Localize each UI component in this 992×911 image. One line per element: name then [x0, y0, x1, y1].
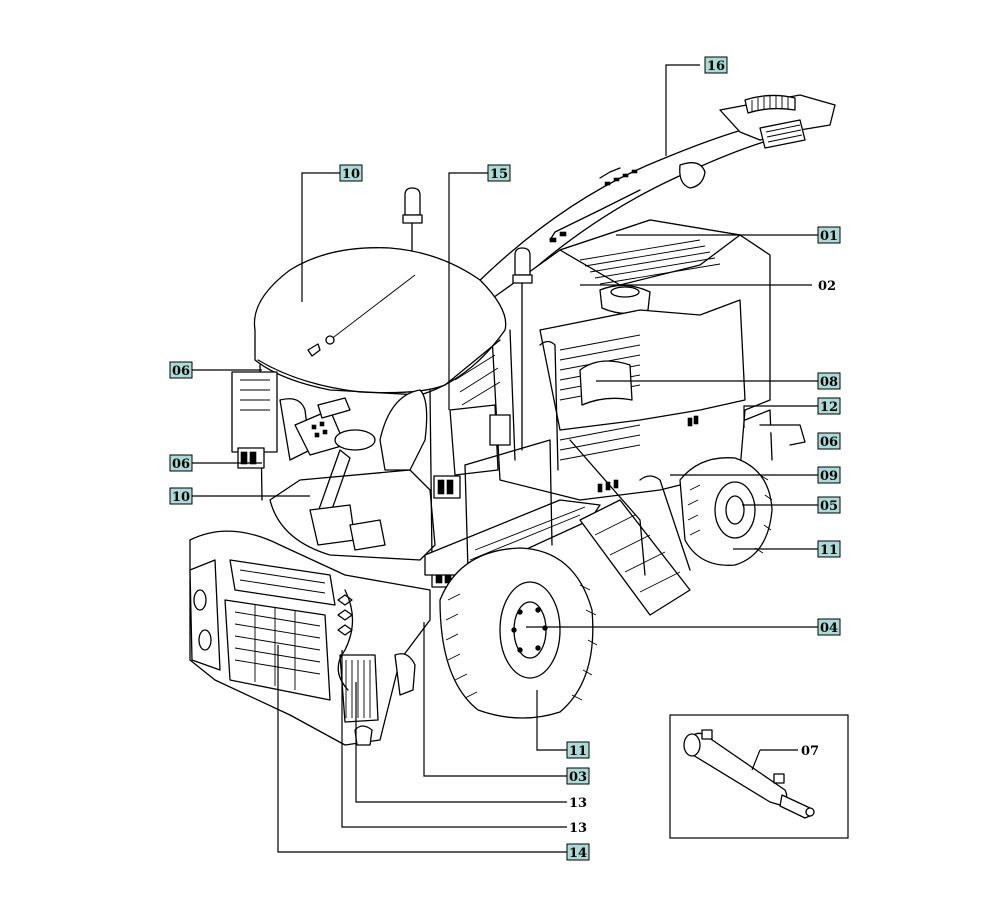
beacon-light [402, 187, 533, 451]
callout-12: 12 [817, 397, 841, 415]
callout-label: 10 [172, 490, 190, 505]
callout-label: 13 [569, 821, 587, 836]
callout-07: 07 [801, 744, 819, 759]
callout-label: 11 [820, 543, 838, 558]
callout-label: 14 [569, 846, 587, 861]
callout-09: 09 [817, 466, 841, 484]
callout-label: 07 [801, 744, 819, 759]
front-wheel [439, 547, 598, 719]
callout-11-rear: 11 [817, 540, 841, 558]
callout-11-front: 11 [566, 741, 590, 759]
callout-02: 02 [818, 279, 836, 294]
callout-label: 06 [172, 457, 190, 472]
callout-10-roof: 10 [339, 164, 363, 182]
callout-label: 06 [172, 364, 190, 379]
callout-label: 08 [820, 375, 838, 390]
forage-harvester-drawing [189, 94, 836, 746]
callout-label: 05 [820, 499, 838, 514]
callout-13-upper: 13 [569, 796, 587, 811]
callout-10-console: 10 [169, 487, 193, 505]
callout-label: 13 [569, 796, 587, 811]
callout-label: 01 [820, 229, 838, 244]
callout-04: 04 [817, 618, 841, 636]
rear-wheel [679, 409, 806, 566]
callout-label: 12 [820, 400, 838, 415]
discharge-spout [469, 94, 836, 301]
callout-14: 14 [566, 843, 590, 861]
callout-06-rear: 06 [817, 432, 841, 450]
callout-label: 11 [569, 744, 587, 759]
engine-body [489, 219, 771, 501]
callout-03: 03 [566, 767, 590, 785]
callout-16: 16 [704, 56, 728, 74]
callout-08: 08 [817, 372, 841, 390]
front-attachment [189, 530, 431, 746]
cab [231, 247, 516, 588]
callout-label: 02 [818, 279, 836, 294]
callout-05: 05 [817, 496, 841, 514]
callout-label: 15 [490, 167, 508, 182]
callout-label: 10 [342, 167, 360, 182]
callout-15: 15 [487, 164, 511, 182]
callout-label: 09 [820, 469, 838, 484]
callout-label: 03 [569, 770, 587, 785]
callout-label: 16 [707, 59, 725, 74]
callout-label: 04 [820, 621, 838, 636]
callout-06-mirror: 06 [169, 361, 193, 379]
callout-01: 01 [817, 226, 841, 244]
callout-label: 06 [820, 435, 838, 450]
inset-cylinder-panel [669, 714, 849, 839]
callout-13-lower: 13 [569, 821, 587, 836]
leader-lines [192, 64, 818, 853]
platform-stairs [424, 340, 691, 616]
callout-06-lamp: 06 [169, 454, 193, 472]
